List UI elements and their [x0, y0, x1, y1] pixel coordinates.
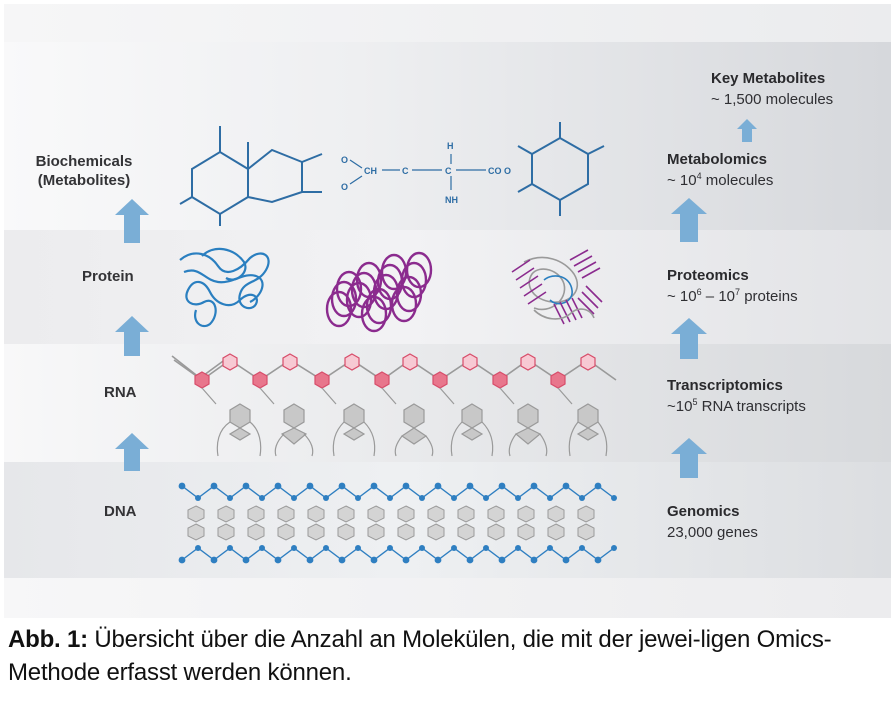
right-arrows: [671, 119, 757, 478]
label-o-top: O: [341, 155, 348, 165]
dna-phosphates: [178, 482, 617, 564]
dna-backbone: [181, 485, 615, 561]
key-metabolites-count: ~ 1,500 molecules: [711, 91, 834, 108]
label-metabolites: Biochemicals (Metabolites): [35, 153, 133, 189]
genomics-title: Genomics: [667, 503, 740, 520]
dna-base-pairs: [187, 505, 595, 541]
label-dna: DNA: [104, 503, 137, 520]
diagram-artwork: O CH C C CO O H O NH: [115, 119, 757, 564]
arrow-protein-to-metabolites: [115, 199, 149, 243]
label-ch: CH: [364, 166, 377, 176]
proteomics-count: ~ 106 – 107 proteins: [667, 287, 798, 306]
band-protein: [4, 230, 891, 344]
label-rna: RNA: [104, 384, 137, 401]
steroid-structure: [179, 126, 323, 226]
omics-figure: O CH C C CO O H O NH: [4, 4, 891, 618]
arrow-genomics-to-transcriptomics: [671, 438, 707, 478]
genomics-count: 23,000 genes: [667, 524, 758, 541]
caption-label: Abb. 1:: [8, 626, 88, 653]
arrow-rna-to-protein: [115, 316, 149, 356]
label-h: H: [447, 141, 454, 151]
band-dna: [4, 462, 891, 578]
left-arrows: [115, 199, 149, 471]
proteomics-title: Proteomics: [667, 267, 749, 284]
arrow-metabolomics-to-key: [737, 119, 757, 142]
arrow-proteomics-to-metabolomics: [671, 198, 707, 242]
label-o-bot: O: [341, 182, 348, 192]
band-bottom: [4, 578, 891, 618]
arrow-dna-to-rna: [115, 433, 149, 471]
band-top: [4, 4, 891, 42]
label-nh: NH: [445, 195, 458, 205]
transcriptomics-title: Transcriptomics: [667, 377, 783, 394]
rna-backbone: [173, 359, 617, 381]
transcriptomics-count: ~105 RNA transcripts: [667, 397, 806, 416]
amino-acid-structure: O CH C C CO O H O NH: [341, 141, 511, 205]
protein-helices-purple: [325, 251, 433, 333]
label-c1: C: [402, 166, 409, 176]
protein-complex-mixed: [511, 249, 603, 325]
rna-phosphates: [194, 353, 596, 389]
key-metabolites-title: Key Metabolites: [711, 70, 826, 87]
label-c2: C: [445, 166, 452, 176]
figure-caption: Abb. 1: Übersicht über die Anzahl an Mol…: [8, 623, 888, 689]
band-rna: [4, 344, 891, 462]
protein-coil-blue: [179, 247, 270, 328]
metabolomics-title: Metabolomics: [667, 151, 768, 168]
label-protein: Protein: [82, 268, 134, 285]
hexane-structure: [517, 122, 605, 216]
metabolomics-count: ~ 104 molecules: [667, 171, 774, 190]
arrow-transcriptomics-to-proteomics: [671, 318, 707, 359]
caption-text: Übersicht über die Anzahl an Molekülen, …: [8, 626, 832, 686]
label-coo: CO O: [488, 166, 511, 176]
rna-bases: [201, 387, 608, 457]
